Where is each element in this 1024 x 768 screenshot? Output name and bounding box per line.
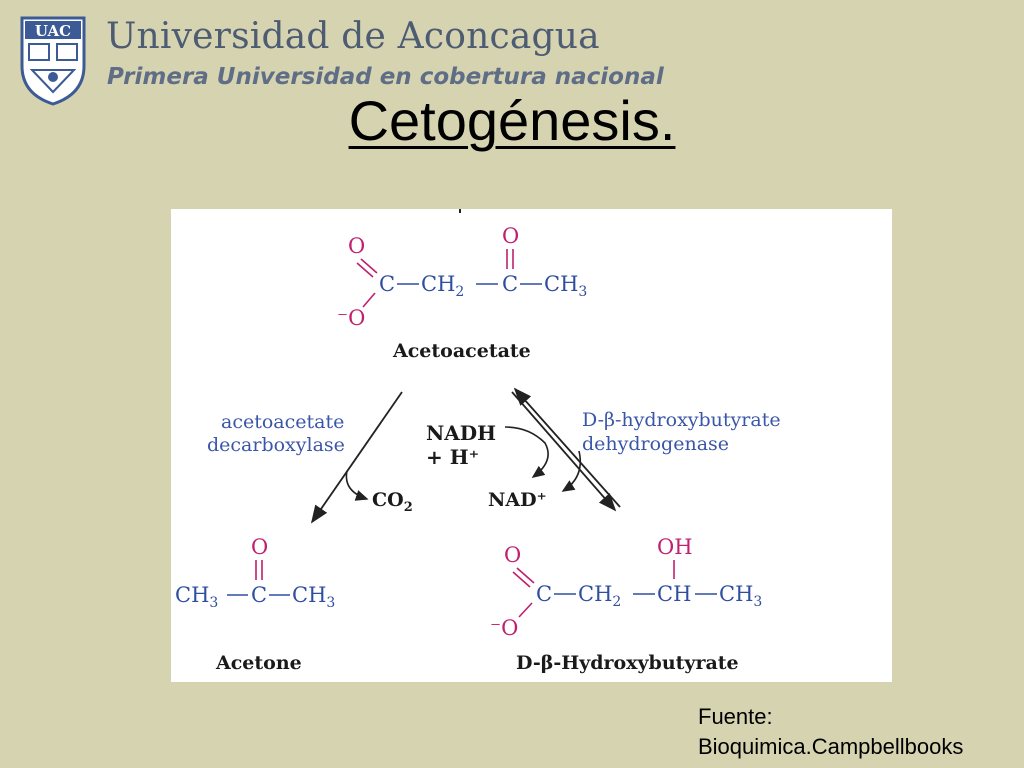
enzyme-left-line2: decarboxylase — [207, 434, 345, 456]
cofactor-nad-plus: NAD⁺ — [488, 489, 547, 511]
acetone-c: C — [251, 583, 267, 607]
university-name: Universidad de Aconcagua — [106, 16, 600, 57]
enzyme-right-line1: D-β-hydroxybutyrate — [582, 409, 781, 431]
acetoacetate-label: Acetoacetate — [392, 340, 531, 362]
acetoacetate-structure: O C ⁻O CH2 O C CH3 Acetoacetate — [337, 224, 587, 362]
logo-text: UAC — [35, 22, 71, 40]
co2-release-arrow — [345, 470, 369, 501]
acetoacetate-o-keto: O — [502, 224, 519, 248]
university-tagline: Primera Universidad en cobertura naciona… — [107, 64, 664, 90]
acetone-ch3-left: CH3 — [175, 583, 218, 611]
hydroxybutyrate-label: D-β-Hydroxybutyrate — [516, 652, 739, 674]
cofactor-nadh: NADH — [426, 421, 496, 445]
source-citation: Fuente: Bioquimica.Campbellbooks — [698, 702, 963, 762]
dehydrogenase-reverse-arrow — [513, 387, 621, 508]
slide-title: Cetogénesis. — [348, 89, 676, 152]
hydroxybutyrate-o-top: O — [504, 543, 521, 567]
acetoacetate-o-minus: ⁻O — [337, 306, 365, 330]
acetoacetate-c2: C — [502, 272, 518, 296]
hydroxybutyrate-ch3: CH3 — [719, 582, 762, 610]
university-logo: UAC — [18, 14, 88, 106]
acetone-o: O — [251, 535, 268, 559]
hydroxybutyrate-c1: C — [536, 582, 552, 606]
nadh-consumption-arrow — [504, 426, 549, 478]
acetoacetate-c1: C — [379, 272, 395, 296]
hydroxybutyrate-o-minus: ⁻O — [490, 616, 518, 640]
hydroxybutyrate-ch2: CH2 — [578, 582, 621, 610]
acetoacetate-ch3: CH3 — [544, 272, 587, 300]
acetoacetate-ch2: CH2 — [421, 272, 464, 300]
acetone-label: Acetone — [215, 652, 302, 674]
nad-release-arrow — [561, 450, 582, 492]
enzyme-right-line2: dehydrogenase — [582, 433, 729, 455]
reaction-scheme: O C ⁻O CH2 O C CH3 Acetoacetate acetoace — [175, 209, 781, 674]
source-label: Fuente: — [698, 704, 773, 729]
acetoacetate-o-top: O — [348, 234, 365, 258]
source-value: Bioquimica.Campbellbooks — [698, 734, 964, 759]
cofactor-co2: CO2 — [372, 489, 413, 515]
decarboxylase-arrow — [310, 391, 403, 524]
acetone-ch3-right: CH3 — [292, 583, 335, 611]
dehydrogenase-forward-arrow — [511, 391, 617, 512]
university-seal-icon: UAC — [20, 16, 86, 106]
hydroxybutyrate-structure: O C ⁻O CH2 OH CH CH3 D-β-Hydroxybutyrate — [490, 535, 762, 674]
hydroxybutyrate-ch: CH — [657, 582, 691, 606]
ketogenesis-diagram: O C ⁻O CH2 O C CH3 Acetoacetate acetoace — [171, 209, 892, 682]
enzyme-left-line1: acetoacetate — [221, 411, 344, 433]
cofactor-h-plus: + H⁺ — [426, 445, 479, 469]
hydroxybutyrate-oh: OH — [657, 535, 693, 559]
acetone-structure: O CH3 C CH3 Acetone — [175, 535, 335, 674]
